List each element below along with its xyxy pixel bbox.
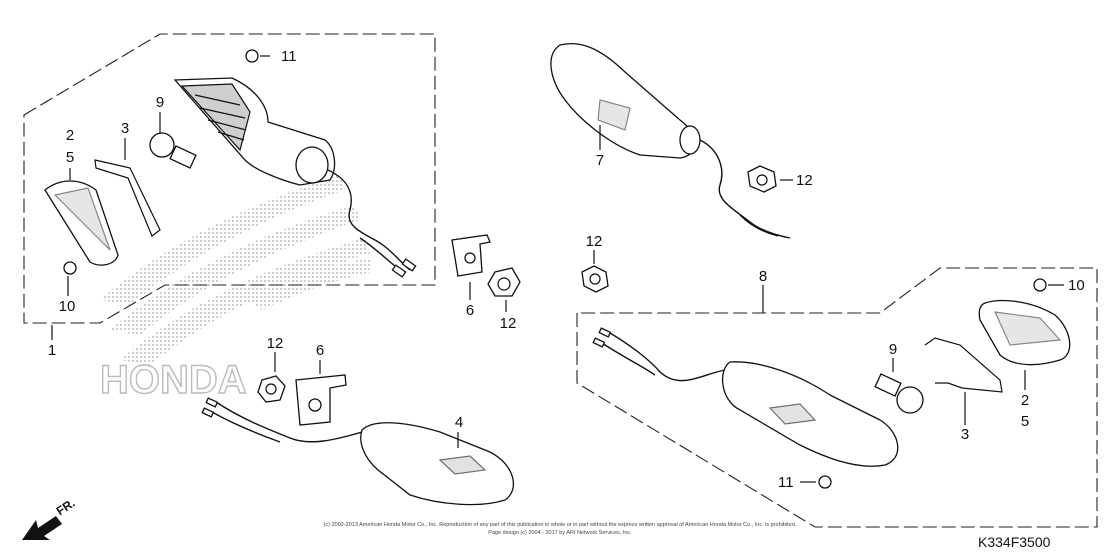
- honda-watermark-text: HONDA: [100, 358, 247, 402]
- group-box-right: [576, 267, 1098, 528]
- callout-12-lower: 12: [267, 335, 284, 352]
- callout-11-right: 11: [778, 474, 794, 491]
- nut-12-center: [581, 265, 609, 293]
- group-box-left: [23, 33, 436, 324]
- callout-3-left: 3: [121, 120, 129, 137]
- diagram-code: K334F3500: [978, 534, 1051, 550]
- callout-1: 1: [48, 342, 56, 359]
- callout-5-left: 5: [66, 149, 74, 166]
- callout-12-center: 12: [586, 233, 603, 250]
- front-direction-arrow-icon: [22, 516, 62, 540]
- right-bulb: [896, 386, 924, 414]
- callout-11-left: 11: [281, 48, 297, 65]
- callout-9-right: 9: [889, 341, 897, 358]
- callout-6-lower: 6: [316, 342, 324, 359]
- copyright-line-1: (c) 2002-2013 American Honda Motor Co., …: [323, 522, 797, 528]
- callout-8: 8: [759, 268, 767, 285]
- left-winker-lens-grid: [180, 83, 251, 152]
- right-screw-10: [1033, 278, 1047, 292]
- callout-6-upper: 6: [466, 302, 474, 319]
- front-socket-7: [679, 125, 701, 155]
- callout-4: 4: [455, 414, 463, 431]
- front-winker-7: [550, 42, 696, 159]
- honda-wing-watermark: [100, 175, 372, 365]
- callout-12-right-top: 12: [796, 172, 813, 189]
- callout-2-left: 2: [66, 127, 74, 144]
- nut-lower: [257, 375, 286, 403]
- left-socket: [295, 146, 329, 184]
- callout-5-right: 5: [1021, 413, 1029, 430]
- nut-upper: [487, 267, 521, 297]
- left-gasket: [94, 159, 161, 237]
- stay-lower: [295, 374, 347, 426]
- callout-7: 7: [596, 152, 604, 169]
- rear-winker-4: [360, 422, 514, 506]
- right-screw-11: [818, 475, 832, 489]
- callout-12-upper: 12: [500, 315, 517, 332]
- left-winker-wire: [327, 169, 411, 271]
- left-screw-11: [245, 49, 259, 63]
- left-screw-10: [63, 261, 77, 275]
- callout-3-right: 3: [961, 426, 969, 443]
- right-gasket: [924, 337, 1003, 393]
- callout-2-right: 2: [1021, 392, 1029, 409]
- left-bulb: [149, 132, 175, 158]
- callout-10-left: 10: [59, 298, 76, 315]
- copyright-line-2: Page design (c) 2004 - 2017 by ARI Netwo…: [488, 530, 632, 536]
- nut-7: [747, 165, 777, 193]
- callout-9-left: 9: [156, 94, 164, 111]
- callout-10-right: 10: [1068, 277, 1085, 294]
